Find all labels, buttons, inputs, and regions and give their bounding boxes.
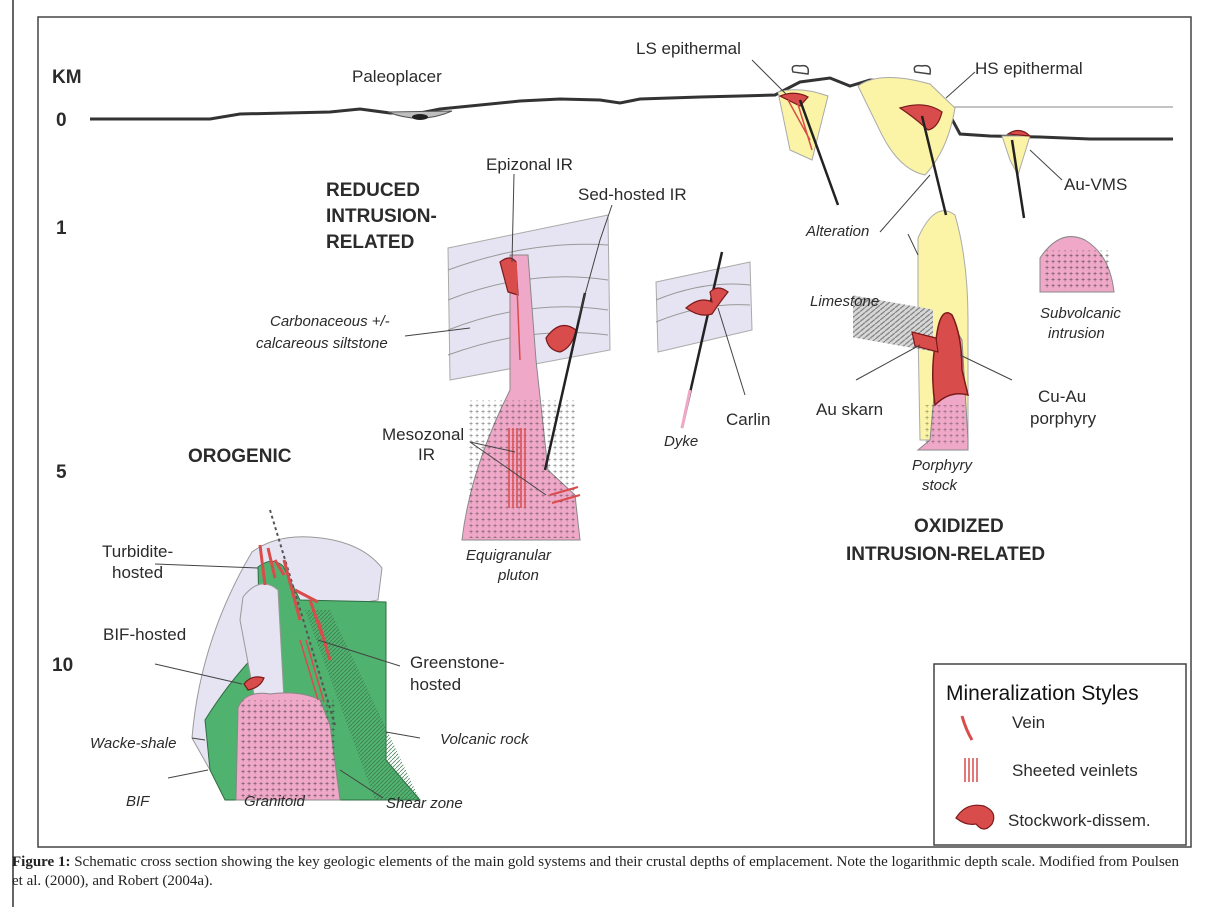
legend-item-vein: Vein xyxy=(1012,713,1045,732)
label-equigranular-1: Equigranular xyxy=(466,547,552,564)
label-au-vms: Au-VMS xyxy=(1064,175,1127,194)
label-ls-epithermal: LS epithermal xyxy=(636,39,741,58)
label-mesozonal-ir-1: Mesozonal xyxy=(382,425,464,444)
label-alteration: Alteration xyxy=(805,223,869,240)
label-limestone: Limestone xyxy=(810,293,879,310)
label-equigranular-2: pluton xyxy=(497,567,539,584)
label-shear-zone: Shear zone xyxy=(386,795,463,812)
depth-axis-unit: KM xyxy=(52,67,82,88)
label-porphyry-2: stock xyxy=(922,477,959,494)
label-epizonal-ir: Epizonal IR xyxy=(486,155,573,174)
label-paleoplacer: Paleoplacer xyxy=(352,67,442,86)
granitoid-texture xyxy=(240,700,335,798)
label-cu-au-porphyry-2: porphyry xyxy=(1030,409,1097,428)
label-carlin: Carlin xyxy=(726,410,770,429)
label-granitoid: Granitoid xyxy=(244,793,306,810)
porphyry-texture xyxy=(925,405,965,445)
label-sed-hosted-ir: Sed-hosted IR xyxy=(578,185,687,204)
legend-sheeted-icon xyxy=(962,758,980,782)
label-turbidite-2: hosted xyxy=(112,563,163,582)
mesozonal-sheeted-veinlets xyxy=(506,428,528,508)
label-volcanic-rock: Volcanic rock xyxy=(440,731,530,748)
depth-tick-5: 5 xyxy=(56,462,67,483)
label-greenstone-2: hosted xyxy=(410,675,461,694)
label-dyke: Dyke xyxy=(664,433,698,450)
label-bif: BIF xyxy=(126,793,150,810)
depth-tick-10: 10 xyxy=(52,655,73,676)
label-mesozonal-ir-2: IR xyxy=(418,445,435,464)
paleoplacer-nugget xyxy=(412,114,428,120)
legend-title: Mineralization Styles xyxy=(946,682,1139,705)
depth-tick-1: 1 xyxy=(56,218,67,239)
figure-caption: Figure 1: Schematic cross section showin… xyxy=(12,853,1192,891)
subvolcanic-texture xyxy=(1045,250,1109,290)
legend: Mineralization Styles Vein Sheeted veinl… xyxy=(934,664,1186,845)
heading-reduced-2: INTRUSION- xyxy=(326,206,437,227)
caption-label: Figure 1: xyxy=(12,854,70,870)
label-au-skarn: Au skarn xyxy=(816,400,883,419)
label-subvolcanic-1: Subvolcanic xyxy=(1040,305,1121,322)
label-wacke-shale: Wacke-shale xyxy=(90,735,176,752)
label-carbonaceous-2: calcareous siltstone xyxy=(256,335,388,352)
heading-oxidized-1: OXIDIZED xyxy=(914,516,1004,537)
heading-reduced-1: REDUCED xyxy=(326,180,420,201)
heading-orogenic: OROGENIC xyxy=(188,446,292,467)
label-bif-hosted: BIF-hosted xyxy=(103,625,186,644)
label-subvolcanic-2: intrusion xyxy=(1048,325,1105,342)
label-porphyry-1: Porphyry xyxy=(912,457,974,474)
heading-oxidized-2: INTRUSION-RELATED xyxy=(846,544,1045,565)
label-hs-epithermal: HS epithermal xyxy=(975,59,1083,78)
legend-item-sheeted: Sheeted veinlets xyxy=(1012,761,1138,780)
label-turbidite-1: Turbidite- xyxy=(102,542,173,561)
depth-tick-0: 0 xyxy=(56,110,67,131)
legend-item-stockwork: Stockwork-dissem. xyxy=(1008,811,1151,830)
caption-text: Schematic cross section showing the key … xyxy=(12,854,1179,889)
label-carbonaceous-1: Carbonaceous +/- xyxy=(270,313,390,330)
label-greenstone-1: Greenstone- xyxy=(410,653,505,672)
label-cu-au-porphyry-1: Cu-Au xyxy=(1038,387,1086,406)
heading-reduced-3: RELATED xyxy=(326,232,414,253)
